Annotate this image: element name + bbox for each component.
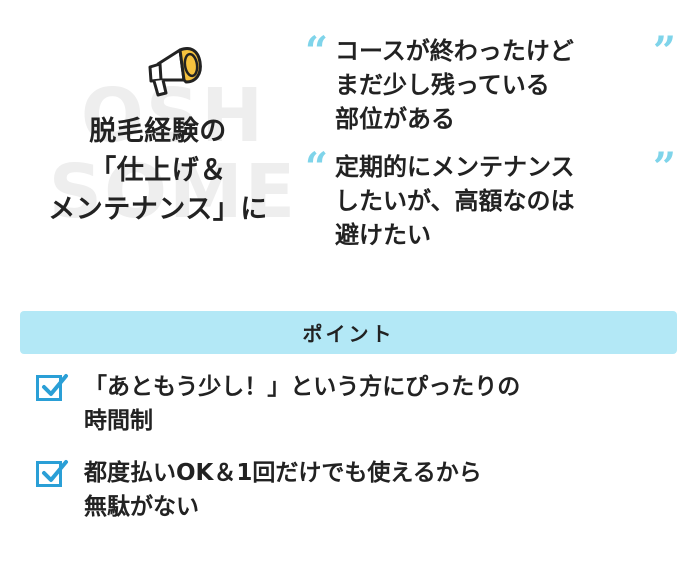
background-watermark: OSH SOME <box>48 78 298 230</box>
point-item: 「あともう少し！」という方にぴったりの 時間制 <box>36 370 676 438</box>
quote-line: 定期的にメンテナンス <box>335 153 575 181</box>
point-banner: ポイント <box>20 311 677 354</box>
quote-list: “ コースが終わったけど まだ少し残っている 部位がある ” “ 定期的にメンテ… <box>305 28 690 266</box>
watermark-line-1: OSH <box>80 73 266 159</box>
megaphone-icon <box>140 40 210 102</box>
quote-line: まだ少し残っている <box>335 71 550 99</box>
watermark-line-2: SOME <box>48 149 298 235</box>
point-text: 「あともう少し！」という方にぴったりの 時間制 <box>84 370 676 438</box>
quote-text: コースが終わったけど まだ少し残っている 部位がある <box>335 34 690 136</box>
point-text: 都度払いOK＆1回だけでも使えるから 無駄がない <box>84 456 676 524</box>
quote-line: 部位がある <box>335 105 455 133</box>
close-quote-icon: ” <box>653 144 677 191</box>
heading-line-2: 「仕上げ＆ <box>89 155 227 186</box>
point-line: 「あともう少し！」という方にぴったりの <box>84 374 521 400</box>
open-quote-icon: “ <box>305 28 329 75</box>
checkbox-icon <box>36 374 68 401</box>
quote-item: “ 定期的にメンテナンス したいが、高額なのは 避けたい ” <box>305 144 690 252</box>
point-line: 時間制 <box>84 408 153 434</box>
heading-line-3: メンテナンス」に <box>48 194 268 225</box>
point-line: 都度払いOK＆1回だけでも使えるから <box>84 460 482 486</box>
point-line: 無駄がない <box>84 494 199 520</box>
quote-text: 定期的にメンテナンス したいが、高額なのは 避けたい <box>335 150 690 252</box>
quote-line: 避けたい <box>335 221 431 249</box>
quote-item: “ コースが終わったけど まだ少し残っている 部位がある ” <box>305 28 690 136</box>
heading: 脱毛経験の 「仕上げ＆ メンテナンス」に <box>22 112 294 229</box>
close-quote-icon: ” <box>653 28 677 75</box>
point-item: 都度払いOK＆1回だけでも使えるから 無駄がない <box>36 456 676 524</box>
open-quote-icon: “ <box>305 144 329 191</box>
quote-line: したいが、高額なのは <box>335 187 575 215</box>
checkbox-icon <box>36 460 68 487</box>
heading-line-1: 脱毛経験の <box>89 116 227 147</box>
point-list: 「あともう少し！」という方にぴったりの 時間制 都度払いOK＆1回だけでも使える… <box>36 370 676 542</box>
quote-line: コースが終わったけど <box>335 37 574 65</box>
